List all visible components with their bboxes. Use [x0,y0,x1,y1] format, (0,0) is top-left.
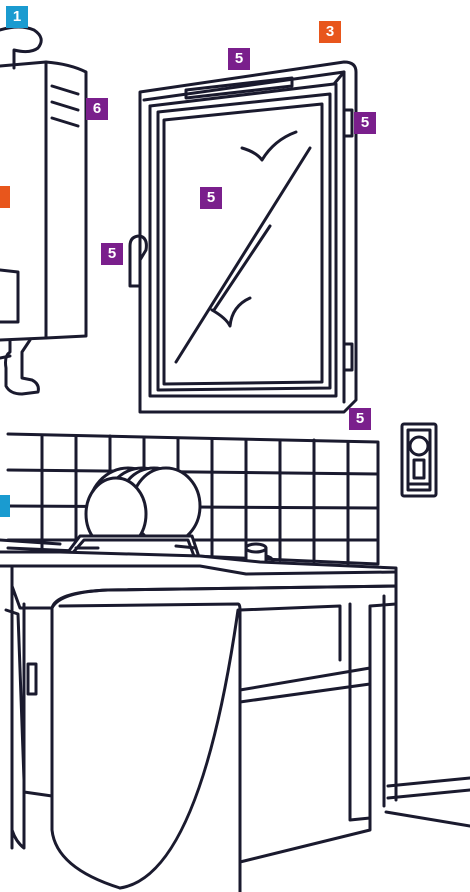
callout-badge-partial-blue [0,495,10,517]
callout-badge-5-glass: 5 [200,187,222,209]
callout-badge-5-frame: 5 [349,408,371,430]
callout-badge-1: 1 [6,6,28,28]
dish-rack [62,468,200,560]
boiler-cabinet [0,62,86,394]
glass-reflection [176,148,310,362]
window-handle [130,236,146,286]
curved-cabinet [52,586,396,892]
callout-badge-6: 6 [86,98,108,120]
callout-badge-3: 3 [319,21,341,43]
callout-badge-partial-orange [0,186,10,208]
left-cabinet [6,586,52,848]
callout-badge-5-vent: 5 [228,48,250,70]
window [130,62,356,412]
callout-badge-5-handle: 5 [101,243,123,265]
callout-badge-5-hinge: 5 [354,112,376,134]
floor-skirting [386,778,470,826]
wall-switch [402,424,436,496]
